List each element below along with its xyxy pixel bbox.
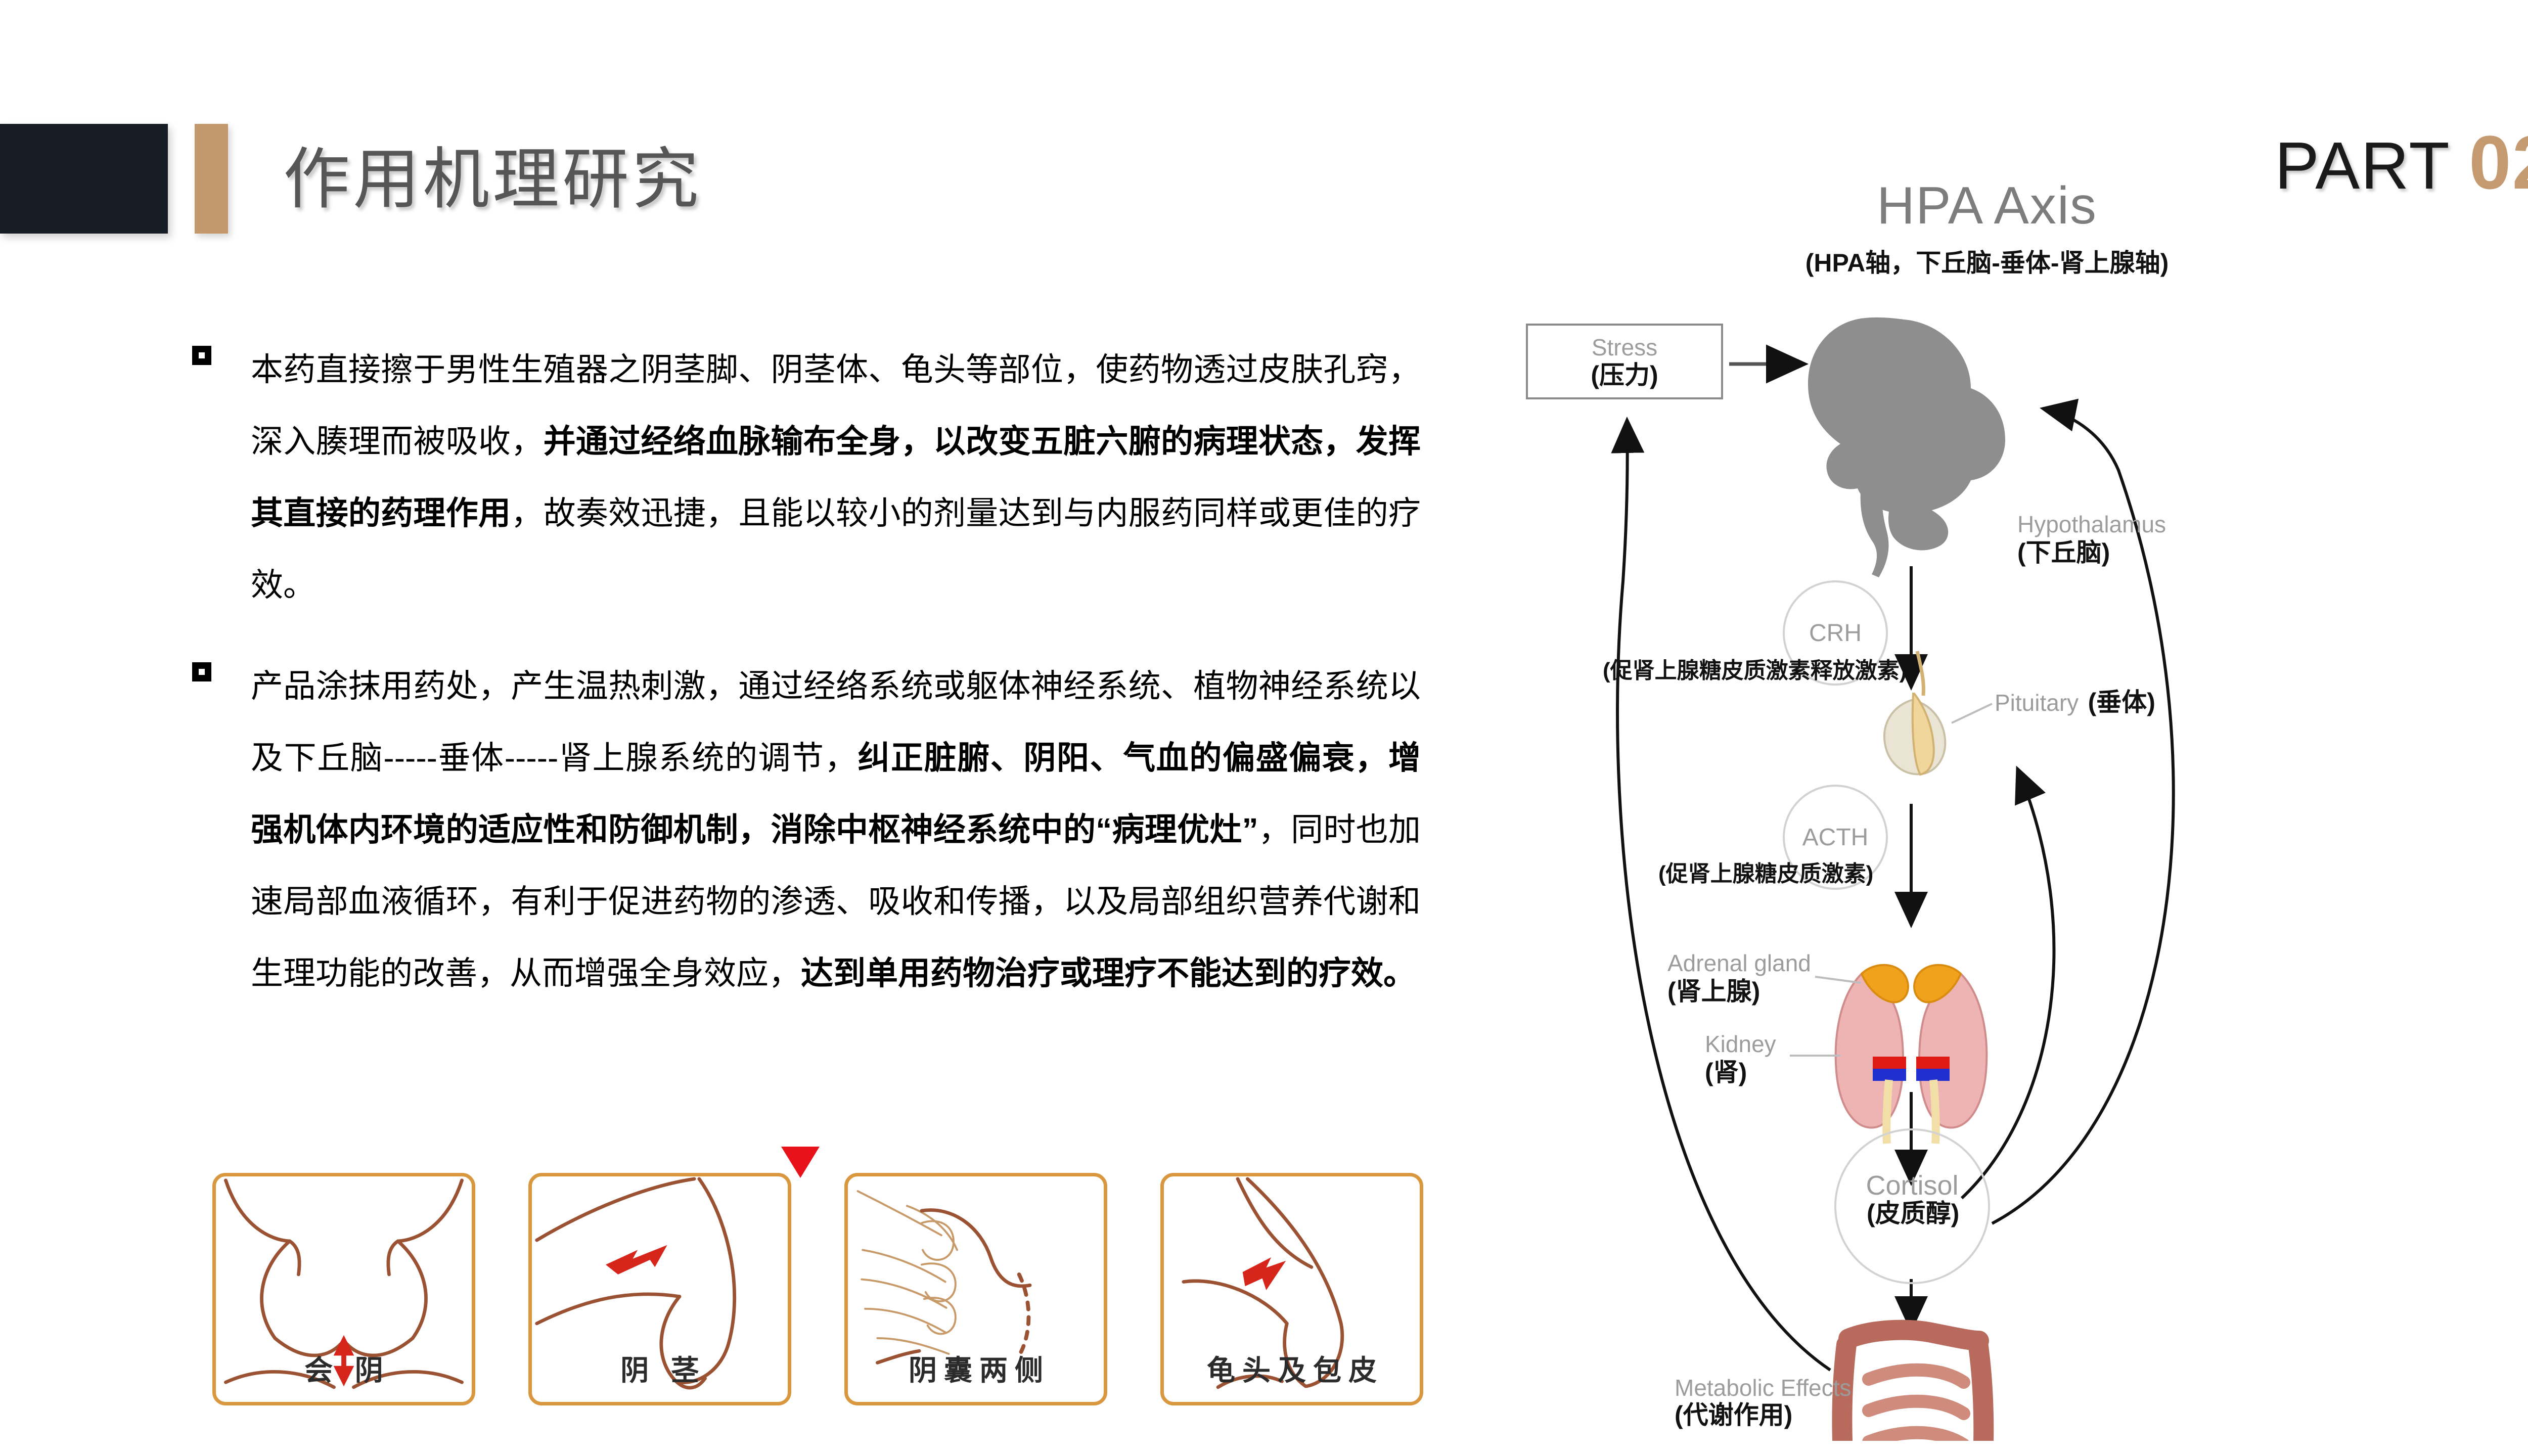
stress-label-en: Stress — [1591, 334, 1658, 360]
application-site-label: 会 阴 — [304, 1354, 390, 1386]
paragraph-1: 本药直接擦于男性生殖器之阴茎脚、阴茎体、龟头等部位，使药物透过皮肤孔窍，深入腠理… — [192, 334, 1421, 621]
hpa-title-en: HPA Axis — [1876, 176, 2097, 235]
node-label-metabolic-effects: Metabolic Effects (代谢作用) — [1675, 1375, 1851, 1430]
header-dark-block — [0, 124, 168, 234]
kidney-label-en: Kidney — [1705, 1031, 1776, 1057]
run-normal: 产品涂抹用药处，产生温热刺激，通过经络系统或躯体神经系统、植物神经系统以及下丘脑… — [251, 668, 1421, 776]
application-site-box-perineum[interactable]: 会 阴 — [212, 1173, 475, 1405]
cortisol-label-cn: (皮质醇) — [1867, 1199, 1960, 1227]
run-bold: 纠正脏腑、阴阳、气血的偏盛偏衰，增强机体内环境的适应性和防御机制，消除中枢神经系… — [251, 740, 1421, 848]
node-label-pituitary: Pituitary (垂体) — [1995, 688, 2155, 717]
penis-illustration-icon — [535, 1177, 737, 1390]
pituitary-leader-line — [1951, 703, 1993, 724]
part-number: 02 — [2469, 120, 2528, 205]
application-site-label: 阴囊两侧 — [909, 1354, 1050, 1386]
adrenal-label-cn: (肾上腺) — [1667, 977, 1760, 1006]
kidneys-art — [1834, 964, 1988, 1144]
adrenal-label-en: Adrenal gland — [1667, 950, 1811, 976]
hypothalamus-label-en: Hypothalamus — [2017, 511, 2166, 537]
glans-foreskin-illustration-icon — [1182, 1177, 1344, 1389]
metabolic-label-en: Metabolic Effects — [1675, 1375, 1852, 1401]
stress-label-cn: (压力) — [1591, 361, 1658, 389]
run-normal: ，同时也加速局部血液循环，有利于促进药物的渗透、吸收和传播，以及局部组织营养代谢… — [251, 811, 1421, 991]
application-sites-group: 会 阴 阴 茎 — [212, 1173, 1426, 1416]
acth-label-en: ACTH — [1802, 824, 1869, 851]
run-bold: 并通过经络血脉输布全身，以改变五脏六腑的病理状态，发挥其直接的药理作用 — [251, 423, 1421, 531]
run-normal: 本药直接擦于男性生殖器之阴茎脚、阴茎体、龟头等部位，使药物透过皮肤孔窍，深入腠理… — [251, 351, 1421, 460]
application-site-label: 阴 茎 — [620, 1354, 706, 1386]
page-title: 作用机理研究 — [283, 142, 702, 216]
perineum-illustration-icon — [224, 1178, 464, 1389]
hpa-axis-diagram: HPA Axis (HPA轴，下丘脑-垂体-肾上腺轴) — [1507, 167, 2467, 1441]
brain-shape — [1808, 317, 2005, 577]
paragraph-2: 产品涂抹用药处，产生温热刺激，通过经络系统或躯体神经系统、植物神经系统以及下丘脑… — [192, 650, 1421, 1009]
paragraph-2-text: 产品涂抹用药处，产生温热刺激，通过经络系统或躯体神经系统、植物神经系统以及下丘脑… — [251, 650, 1421, 1009]
cortisol-label-en: Cortisol — [1866, 1170, 1959, 1201]
feedback-cortisol-to-brain — [1991, 398, 2175, 1225]
application-site-box-glans-foreskin[interactable]: 龟头及包皮 — [1160, 1173, 1423, 1405]
run-normal: ，故奏效迅捷，且能以较小的剂量达到与内服药同样或更佳的疗效。 — [251, 495, 1421, 603]
part-indicator: PART 02 — [2275, 124, 2528, 204]
pituitary-gland-art — [1883, 651, 1947, 776]
red-triangle-marker-icon — [781, 1147, 820, 1178]
header-accent-bar — [195, 124, 228, 234]
hormone-bubble-cortisol: Cortisol — [1834, 1128, 1990, 1284]
feedback-metabolic-to-stress — [1611, 417, 1831, 1372]
paragraph-1-text: 本药直接擦于男性生殖器之阴茎脚、阴茎体、龟头等部位，使药物透过皮肤孔窍，深入腠理… — [251, 334, 1421, 621]
metabolic-label-cn: (代谢作用) — [1675, 1401, 1793, 1429]
square-bullet-icon — [192, 346, 211, 365]
hpa-connectors — [1611, 317, 2175, 1441]
scrotum-sides-illustration-icon — [856, 1190, 1032, 1364]
hormone-bubble-acth: ACTH — [1783, 785, 1888, 890]
body-copy: 本药直接擦于男性生殖器之阴茎脚、阴茎体、龟头等部位，使药物透过皮肤孔窍，深入腠理… — [192, 334, 1421, 1038]
adrenal-leader-line — [1815, 976, 1861, 984]
application-site-box-penis[interactable]: 阴 茎 — [528, 1173, 791, 1405]
intestines-art — [1832, 1320, 1994, 1441]
part-label: PART — [2274, 128, 2450, 203]
node-label-kidney: Kidney (肾) — [1705, 1030, 1776, 1087]
feedback-cortisol-to-pituitary — [1960, 765, 2056, 1200]
kidney-label-cn: (肾) — [1705, 1058, 1747, 1086]
hpa-title-cn: (HPA轴，下丘脑-垂体-肾上腺轴) — [1805, 249, 2169, 277]
application-site-label: 龟头及包皮 — [1207, 1354, 1384, 1386]
hormone-bubble-crh: CRH — [1783, 580, 1888, 686]
node-label-hypothalamus: Hypothalamus (下丘脑) — [2017, 511, 2166, 567]
node-label-adrenal-gland: Adrenal gland (肾上腺) — [1667, 949, 1811, 1006]
square-bullet-icon — [192, 662, 211, 681]
hypothalamus-label-cn: (下丘脑) — [2017, 538, 2110, 567]
run-bold: 达到单用药物治疗或理疗不能达到的疗效。 — [801, 955, 1416, 991]
application-site-box-scrotum-sides[interactable]: 阴囊两侧 — [844, 1173, 1107, 1405]
acth-label-cn: (促肾上腺糖皮质激素) — [1658, 861, 1874, 886]
pituitary-label-en: Pituitary — [1995, 690, 2079, 716]
crh-label-en: CRH — [1809, 619, 1862, 647]
stress-node: Stress (压力) — [1526, 324, 1723, 399]
crh-label-cn: (促肾上腺糖皮质激素释放激素) — [1603, 658, 1907, 683]
pituitary-label-cn: (垂体) — [2088, 688, 2155, 716]
